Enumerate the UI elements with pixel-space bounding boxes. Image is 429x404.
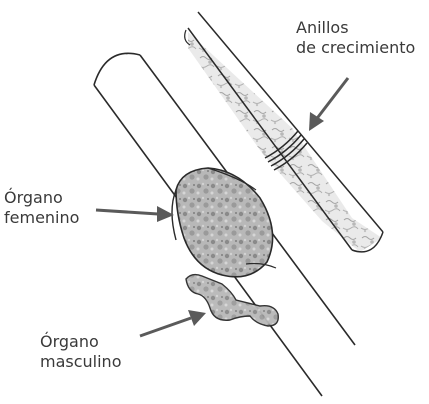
female-organ (172, 168, 276, 277)
arrow-anillos (309, 78, 348, 131)
label-anillos-line2: de crecimiento (296, 38, 415, 58)
label-organo-masculino: Órgano masculino (40, 332, 121, 372)
arrow-femenino (96, 206, 174, 222)
label-femenino-line2: femenino (4, 208, 79, 228)
arrow-masculino (140, 310, 206, 336)
label-femenino-line1: Órgano (4, 188, 79, 208)
label-masculino-line1: Órgano (40, 332, 121, 352)
label-anillos-de-crecimiento: Anillos de crecimiento (296, 18, 415, 58)
label-anillos-line1: Anillos (296, 18, 415, 38)
label-masculino-line2: masculino (40, 352, 121, 372)
label-organo-femenino: Órgano femenino (4, 188, 79, 228)
